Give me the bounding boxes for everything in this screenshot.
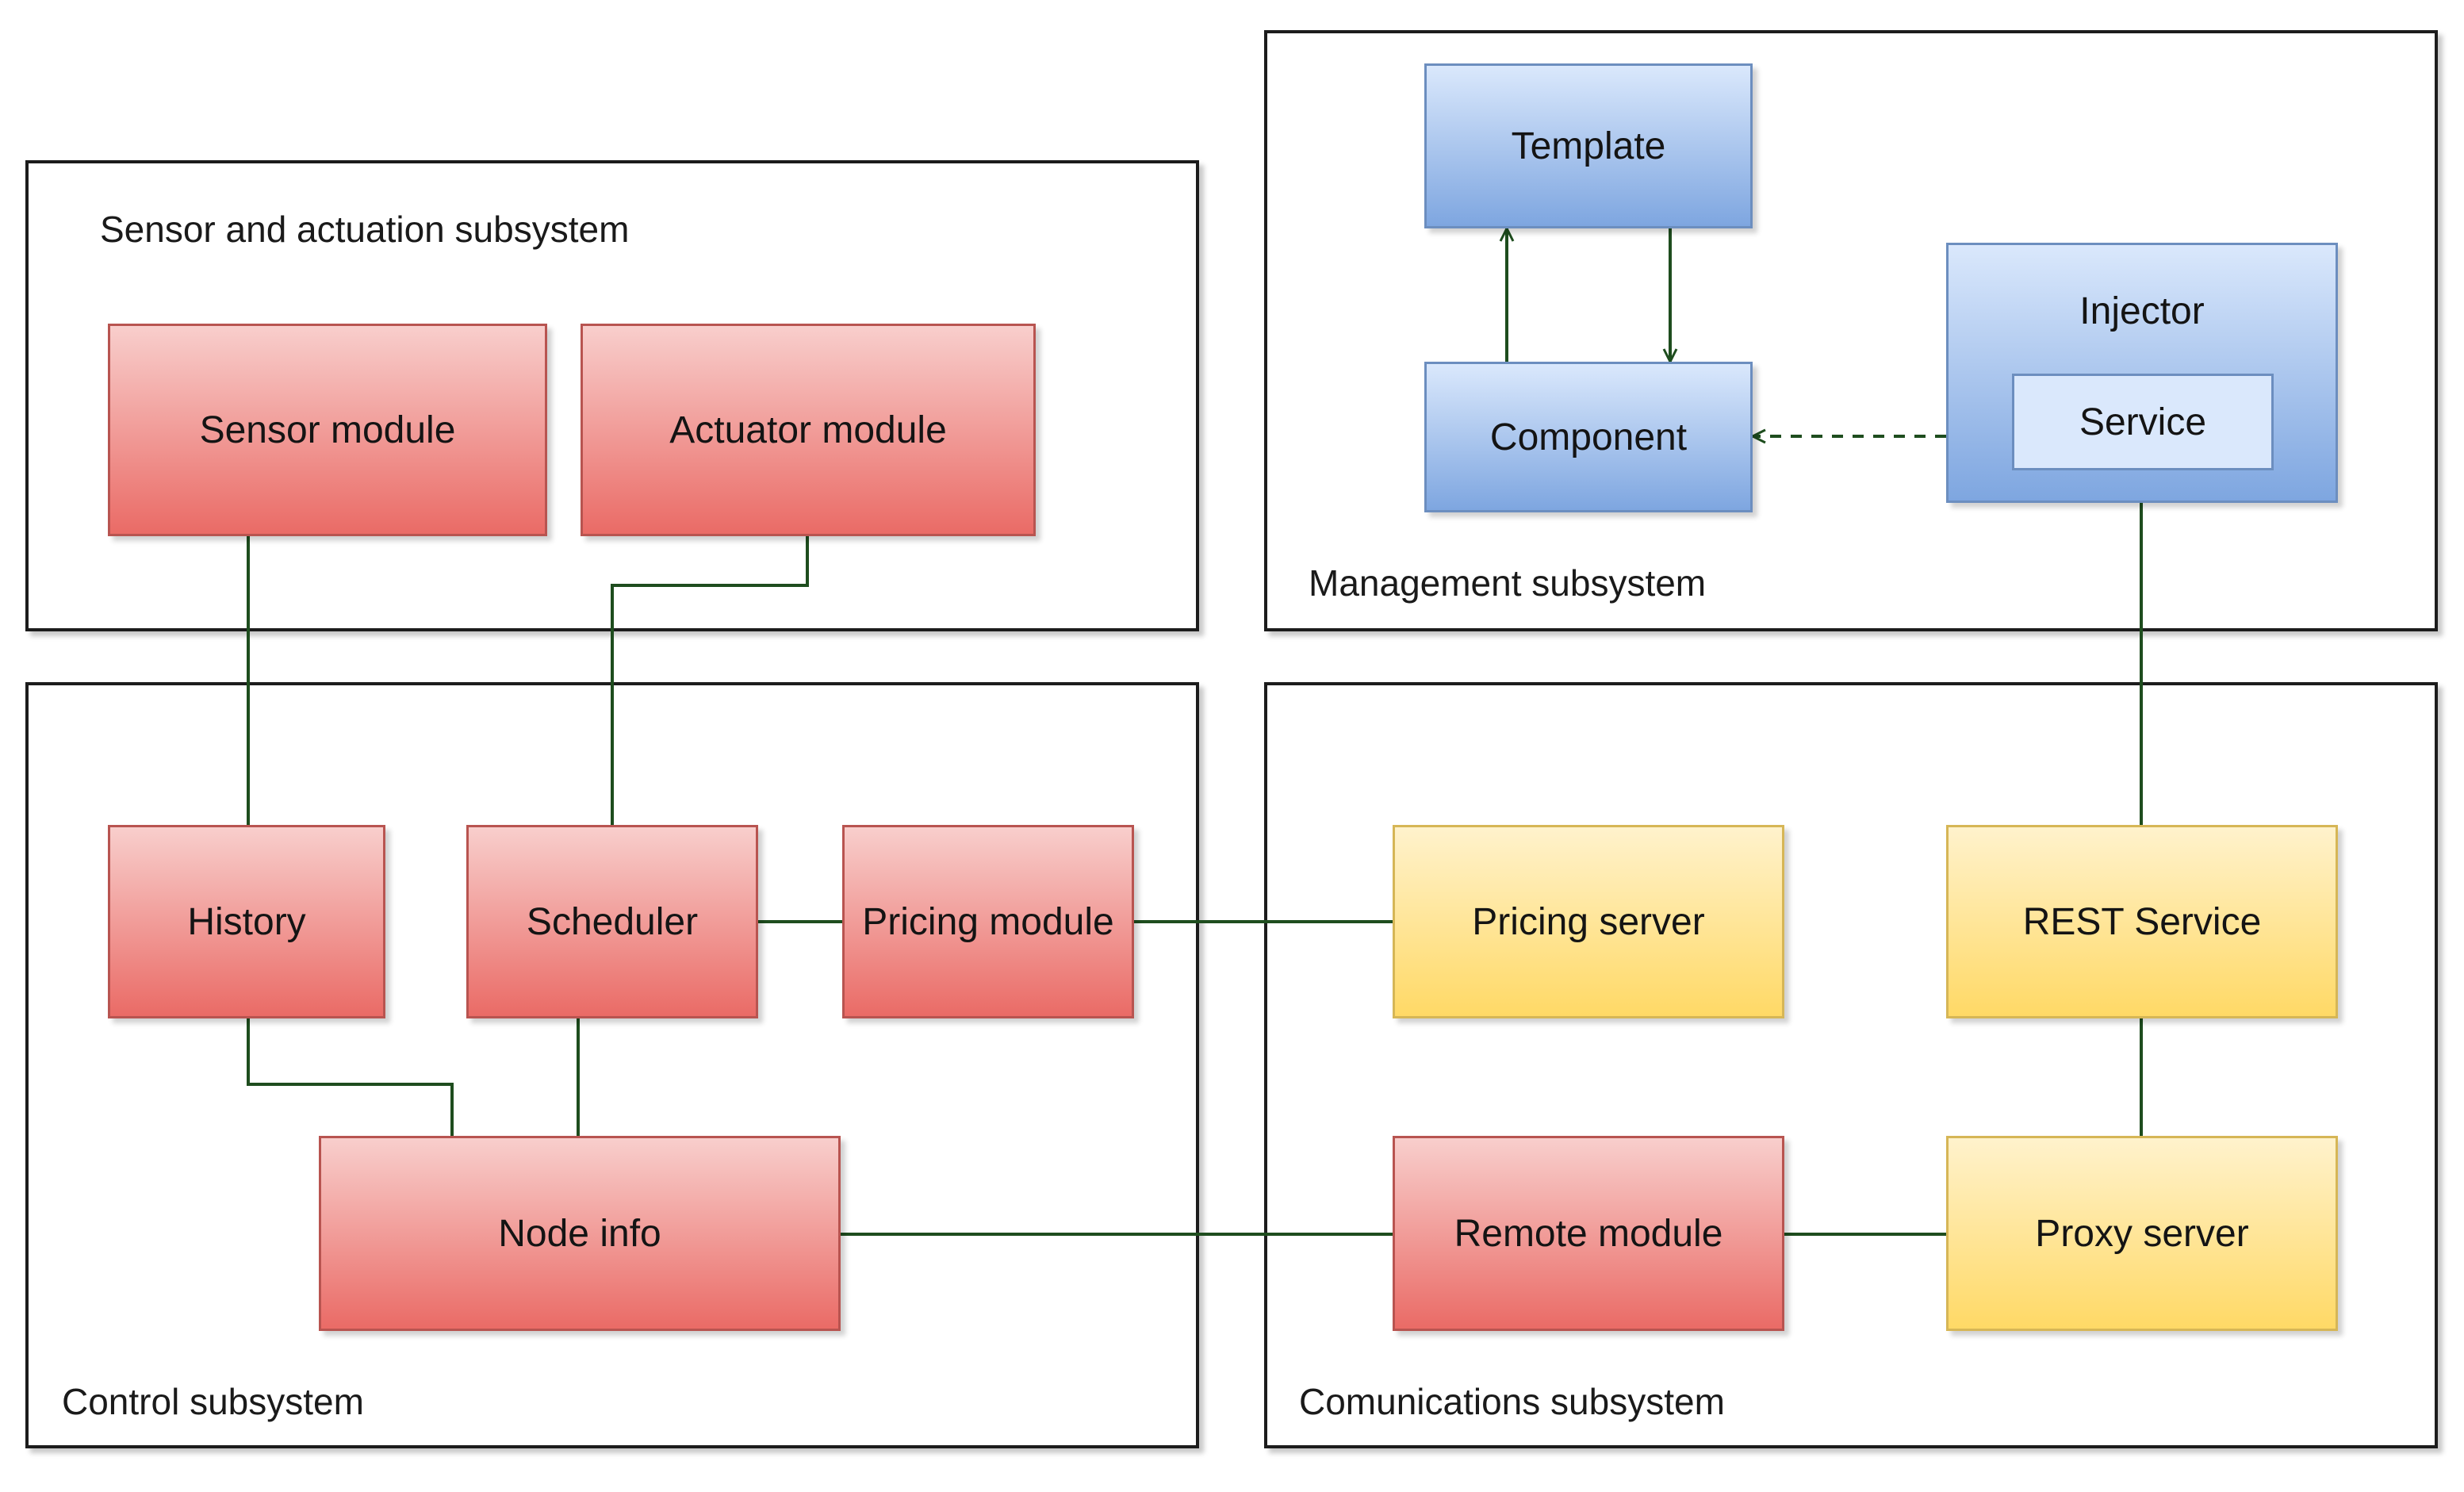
pricing-module-node: Pricing module <box>842 825 1134 1018</box>
injector-label: Injector <box>2079 290 2205 332</box>
scheduler-node: Scheduler <box>466 825 758 1018</box>
link-history-nodeinfo <box>247 1018 454 1136</box>
proxy-server-node: Proxy server <box>1946 1136 2338 1331</box>
link-actuator-scheduler <box>611 536 809 825</box>
actuator-module-node: Actuator module <box>581 324 1036 536</box>
communications-subsystem-label: Comunications subsystem <box>1299 1381 1725 1422</box>
injector-node: Injector Service <box>1946 243 2338 503</box>
node-info-node: Node info <box>319 1136 841 1331</box>
rest-service-node: REST Service <box>1946 825 2338 1018</box>
service-node: Service <box>2012 374 2274 470</box>
control-subsystem-label: Control subsystem <box>62 1381 364 1422</box>
sensor-module-node: Sensor module <box>108 324 547 536</box>
template-node: Template <box>1424 63 1753 228</box>
component-node: Component <box>1424 362 1753 512</box>
remote-module-node: Remote module <box>1393 1136 1784 1331</box>
sensor-actuation-subsystem-label: Sensor and actuation subsystem <box>100 209 630 250</box>
management-subsystem-label: Management subsystem <box>1309 562 1707 604</box>
pricing-server-node: Pricing server <box>1393 825 1784 1018</box>
history-node: History <box>108 825 385 1018</box>
